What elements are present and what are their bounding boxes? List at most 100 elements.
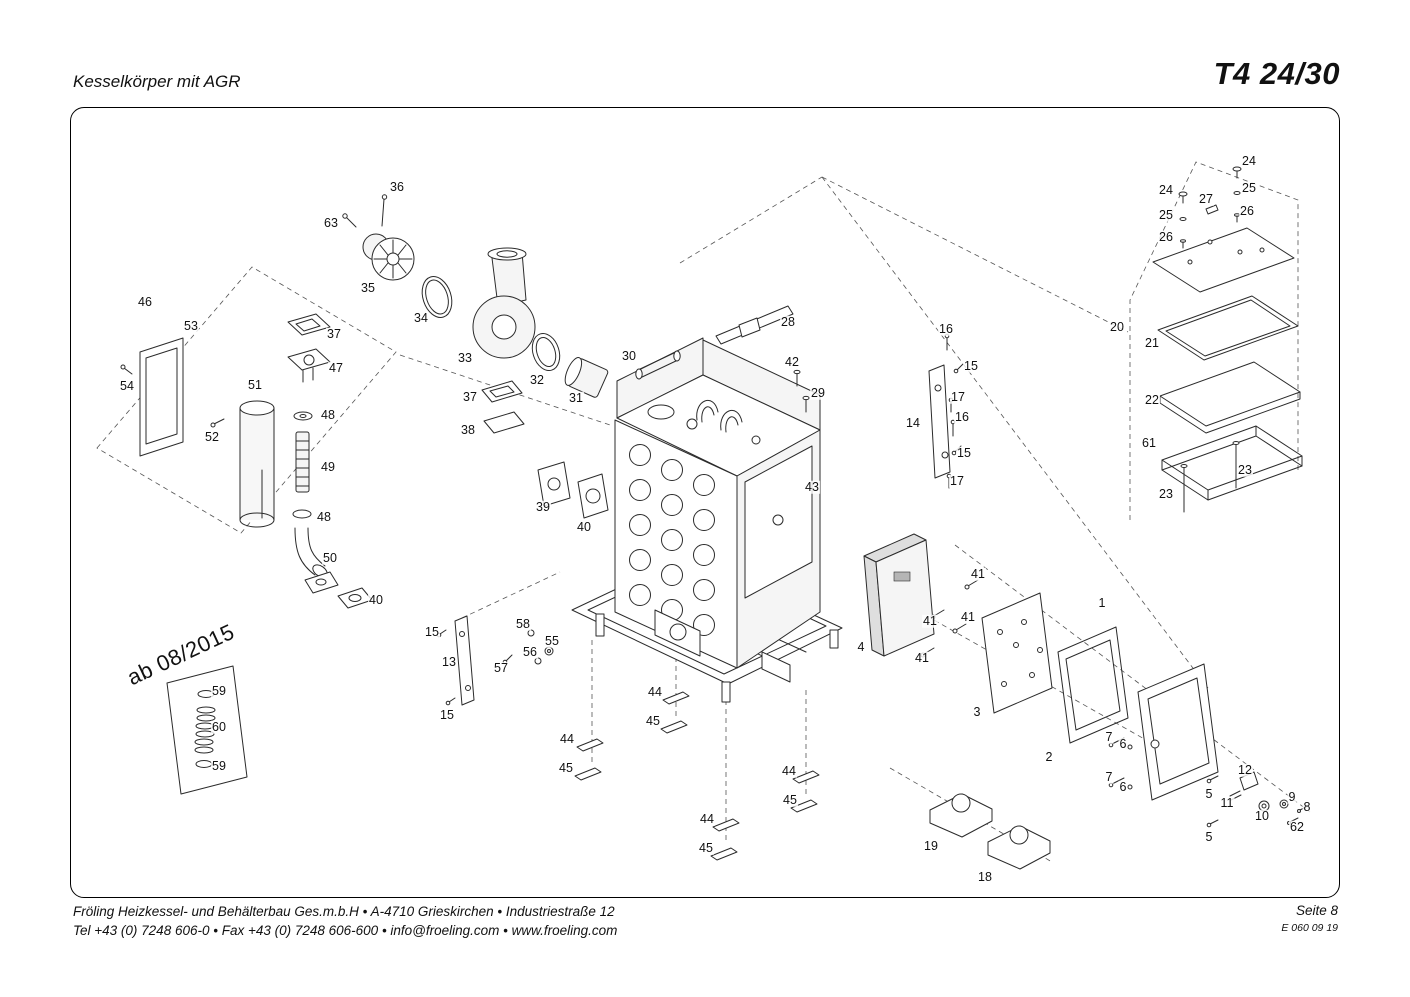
part-label-45: 45 xyxy=(558,760,574,775)
side-bracket xyxy=(928,333,964,489)
part-label-14: 14 xyxy=(905,415,921,430)
part-label-25: 25 xyxy=(1158,207,1174,222)
part-label-44: 44 xyxy=(781,763,797,778)
part-label-22: 22 xyxy=(1144,392,1160,407)
boiler-body xyxy=(614,337,821,669)
part-label-16: 16 xyxy=(938,321,954,336)
part-label-32: 32 xyxy=(529,372,545,387)
part-label-43: 43 xyxy=(804,479,820,494)
part-label-41: 41 xyxy=(922,613,938,628)
part-label-26: 26 xyxy=(1239,203,1255,218)
footer-doc-code: E 060 09 19 xyxy=(1281,922,1338,934)
footer-company-line: Fröling Heizkessel- und Behälterbau Ges.… xyxy=(73,904,615,919)
part-label-23: 23 xyxy=(1237,462,1253,477)
part-label-61: 61 xyxy=(1141,435,1157,450)
footer-contact-line: Tel +43 (0) 7248 606-0 • Fax +43 (0) 724… xyxy=(73,922,618,938)
footer-page-number: Seite 8 xyxy=(1295,903,1338,918)
part-label-21: 21 xyxy=(1144,335,1160,350)
part-label-39: 39 xyxy=(535,499,551,514)
rail-parts xyxy=(574,691,820,861)
part-label-36: 36 xyxy=(389,179,405,194)
part-label-17: 17 xyxy=(949,473,965,488)
part-label-48: 48 xyxy=(316,509,332,524)
part-label-10: 10 xyxy=(1254,808,1270,823)
part-label-63: 63 xyxy=(323,215,339,230)
part-label-6: 6 xyxy=(1118,779,1128,794)
page-title: Kesselkörper mit AGR xyxy=(73,72,241,91)
part-label-26: 26 xyxy=(1158,229,1174,244)
part-label-24: 24 xyxy=(1158,182,1174,197)
part-label-15: 15 xyxy=(963,358,979,373)
part-label-5: 5 xyxy=(1204,829,1214,844)
part-label-56: 56 xyxy=(522,644,538,659)
door-assembly xyxy=(863,533,1307,870)
footer-meta: Seite 8 E 060 09 19 xyxy=(1281,903,1338,934)
part-label-51: 51 xyxy=(247,377,263,392)
part-label-4: 4 xyxy=(856,639,866,654)
part-label-41: 41 xyxy=(970,566,986,581)
part-label-30: 30 xyxy=(621,348,637,363)
part-label-53: 53 xyxy=(183,318,199,333)
part-label-15: 15 xyxy=(956,445,972,460)
gasket-plates xyxy=(481,380,609,519)
flue-parts xyxy=(715,305,810,413)
part-label-55: 55 xyxy=(544,633,560,648)
part-label-50: 50 xyxy=(322,550,338,565)
part-label-7: 7 xyxy=(1104,729,1114,744)
part-label-40: 40 xyxy=(576,519,592,534)
burner-tube-group xyxy=(239,400,275,528)
part-label-12: 12 xyxy=(1237,762,1253,777)
part-label-48: 48 xyxy=(320,407,336,422)
part-label-29: 29 xyxy=(810,385,826,400)
part-label-23: 23 xyxy=(1158,486,1174,501)
part-label-44: 44 xyxy=(699,811,715,826)
fan-assembly xyxy=(342,194,609,398)
ignition-column xyxy=(287,313,373,609)
part-label-28: 28 xyxy=(780,314,796,329)
part-label-7: 7 xyxy=(1104,769,1114,784)
part-label-15: 15 xyxy=(424,624,440,639)
part-label-42: 42 xyxy=(784,354,800,369)
model-title: T4 24/30 xyxy=(1213,56,1340,91)
part-label-41: 41 xyxy=(960,609,976,624)
part-label-59: 59 xyxy=(211,758,227,773)
part-label-47: 47 xyxy=(328,360,344,375)
part-label-24: 24 xyxy=(1241,153,1257,168)
part-label-45: 45 xyxy=(645,713,661,728)
part-label-54: 54 xyxy=(119,378,135,393)
diagram-frame xyxy=(70,107,1340,898)
part-label-46: 46 xyxy=(137,294,153,309)
part-label-6: 6 xyxy=(1118,736,1128,751)
part-label-20: 20 xyxy=(1109,319,1125,334)
part-label-62: 62 xyxy=(1289,819,1305,834)
part-label-1: 1 xyxy=(1097,595,1107,610)
part-label-38: 38 xyxy=(460,422,476,437)
part-label-37: 37 xyxy=(462,389,478,404)
part-label-58: 58 xyxy=(515,616,531,631)
part-label-44: 44 xyxy=(559,731,575,746)
part-label-3: 3 xyxy=(972,704,982,719)
part-label-13: 13 xyxy=(441,654,457,669)
part-label-35: 35 xyxy=(360,280,376,295)
part-label-31: 31 xyxy=(568,390,584,405)
part-label-19: 19 xyxy=(923,838,939,853)
part-label-9: 9 xyxy=(1287,789,1297,804)
part-label-49: 49 xyxy=(320,459,336,474)
spring-kit-group xyxy=(166,665,248,795)
part-label-52: 52 xyxy=(204,429,220,444)
part-label-41: 41 xyxy=(914,650,930,665)
part-label-45: 45 xyxy=(698,840,714,855)
part-label-40: 40 xyxy=(368,592,384,607)
part-label-57: 57 xyxy=(493,660,509,675)
part-label-45: 45 xyxy=(782,792,798,807)
part-label-17: 17 xyxy=(950,389,966,404)
part-label-8: 8 xyxy=(1302,799,1312,814)
part-label-34: 34 xyxy=(413,310,429,325)
part-label-44: 44 xyxy=(647,684,663,699)
part-label-59: 59 xyxy=(211,683,227,698)
part-label-60: 60 xyxy=(211,719,227,734)
part-label-18: 18 xyxy=(977,869,993,884)
part-label-25: 25 xyxy=(1241,180,1257,195)
footer-address: Fröling Heizkessel- und Behälterbau Ges.… xyxy=(73,903,617,941)
